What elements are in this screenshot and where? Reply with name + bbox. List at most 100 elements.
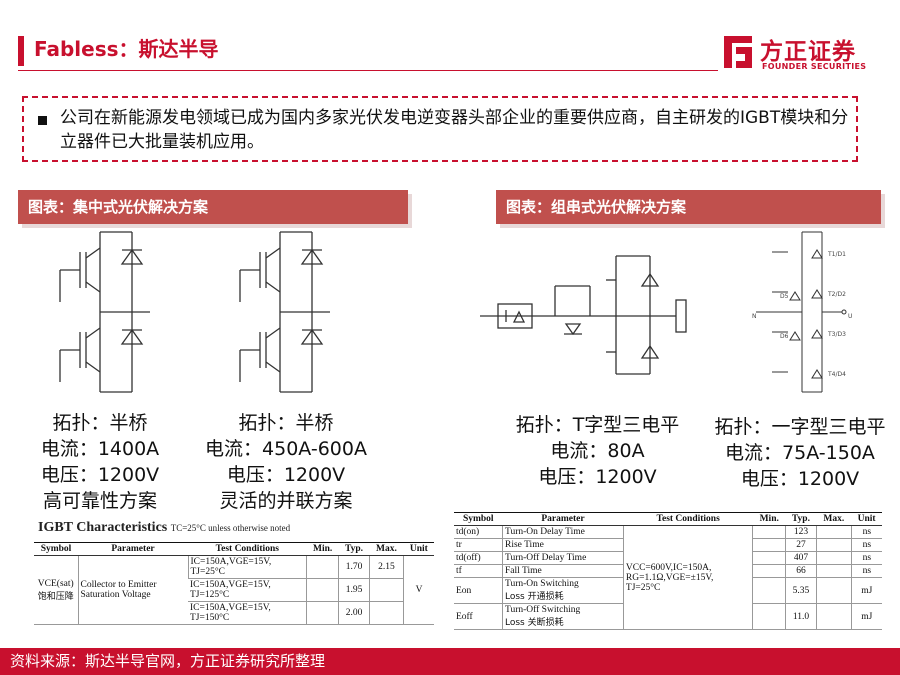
spec-block-3: 拓扑：T字型三电平 电流：80A 电压：1200V [505, 412, 690, 490]
igbt-table-title: IGBT Characteristics TC=25°C unless othe… [38, 520, 290, 536]
condition-cell: VCC=600V,IC=150A, RG=1.1Ω,VGE=±15V, TJ=2… [622, 525, 753, 630]
igbt-table-title-text: IGBT Characteristics [38, 520, 168, 535]
max-cell [368, 601, 404, 625]
col-parameter: Parameter [502, 512, 624, 526]
table-row: IC=150A,VGE=15V,TJ=150°C 2.00 [34, 601, 434, 625]
typ-cell: 123 [785, 525, 817, 539]
max-cell [815, 564, 852, 578]
symbol-text: VCE(sat) [37, 578, 74, 589]
min-cell [752, 577, 786, 604]
unit-cell: mJ [850, 603, 882, 630]
unit-cell: ns [850, 525, 882, 539]
parameter-cell: Rise Time [502, 538, 624, 552]
condition-cell: IC=150A,VGE=15V,TJ=125°C [188, 578, 307, 602]
table-row: VCE(sat) 饱和压降 Collector to Emitter Satur… [34, 555, 434, 625]
max-cell [815, 577, 852, 604]
col-unit: Unit [851, 512, 882, 526]
condition-cell: IC=150A,VGE=15V,TJ=150°C [188, 601, 307, 625]
max-cell [815, 603, 852, 630]
col-symbol: Symbol [454, 512, 503, 526]
min-cell [306, 578, 339, 602]
min-cell [752, 538, 786, 552]
source-footer: 资料来源：斯达半导官网，方正证券研究所整理 [0, 648, 900, 675]
col-typ: Typ. [338, 542, 370, 556]
spec-voltage: 电压：1200V [740, 468, 860, 490]
table-row: Eon Turn-On Switching Loss 开通损耗 5.35 mJ [454, 577, 882, 604]
label-d6: D6 [780, 333, 789, 340]
min-cell [752, 564, 786, 578]
left-figure-caption: 图表：集中式光伏解决方案 [18, 190, 408, 224]
spec-feature: 高可靠性方案 [42, 490, 157, 512]
max-cell [815, 525, 852, 539]
unit-cell: ns [850, 538, 882, 552]
symbol-cell: tr [454, 538, 503, 552]
switching-characteristics-table: Symbol Parameter Test Conditions Min. Ty… [454, 512, 882, 630]
typ-cell: 11.0 [785, 603, 817, 630]
typ-cell: 1.70 [338, 555, 370, 579]
condition-cell: IC=150A,VGE=15V,TJ=25°C [187, 555, 307, 579]
col-max: Max. [369, 542, 404, 556]
spec-topology: 拓扑：半桥 [52, 412, 148, 434]
spec-block-1: 拓扑：半桥 电流：1400A 电压：1200V 高可靠性方案 [20, 410, 180, 514]
parameter-cell: Turn-On Delay Time [502, 525, 624, 539]
min-cell [752, 603, 786, 630]
table-row: IC=150A,VGE=15V,TJ=125°C 1.95 [34, 578, 434, 602]
spec-voltage: 电压：1200V [538, 466, 657, 488]
typ-cell: 5.35 [785, 577, 817, 604]
symbol-cell: VCE(sat) 饱和压降 [34, 555, 78, 625]
title-underline [18, 70, 718, 71]
symbol-cn-text: 饱和压降 [37, 591, 74, 602]
col-test-conditions: Test Conditions [623, 512, 753, 526]
label-t3d3: T3/D3 [827, 331, 846, 338]
parameter-cell: Collector to Emitter Saturation Voltage [77, 555, 188, 625]
logo-text-cn: 方正证券 [760, 39, 856, 65]
spec-current: 电流：450A-600A [205, 438, 367, 460]
spec-feature: 灵活的并联方案 [219, 490, 353, 512]
igbt-characteristics-table: Symbol Parameter Test Conditions Min. Ty… [34, 542, 434, 625]
half-bridge-diagram-1 [59, 231, 150, 393]
right-figure-caption: 图表：组串式光伏解决方案 [496, 190, 881, 224]
max-cell [368, 578, 404, 602]
summary-callout: 公司在新能源发电领域已成为国内多家光伏发电逆变器头部企业的重要供应商，自主研发的… [22, 96, 858, 162]
typ-cell: 1.95 [338, 578, 370, 602]
table-row: tr Rise Time 27 ns [454, 538, 882, 552]
spec-block-2: 拓扑：半桥 电流：450A-600A 电压：1200V 灵活的并联方案 [196, 410, 376, 514]
max-cell [815, 551, 852, 565]
parameter-cell: Turn-On Switching Loss 开通损耗 [502, 577, 624, 604]
symbol-cell: td(on) [454, 525, 503, 539]
min-cell [306, 555, 339, 579]
summary-text: 公司在新能源发电领域已成为国内多家光伏发电逆变器头部企业的重要供应商，自主研发的… [60, 108, 849, 152]
label-t2d2: T2/D2 [827, 291, 846, 298]
typ-cell: 66 [785, 564, 817, 578]
parameter-cell: Fall Time [502, 564, 624, 578]
unit-cell: mJ [850, 577, 882, 604]
spec-current: 电流：80A [550, 440, 645, 462]
symbol-cell: Eoff [454, 603, 503, 630]
founder-logo-icon [724, 36, 752, 68]
table-row: td(on) Turn-On Delay Time VCC=600V,IC=15… [454, 525, 882, 630]
table-row: Eoff Turn-Off Switching Loss 关断损耗 11.0 m… [454, 603, 882, 630]
logo-text-en: FOUNDER SECURITIES [762, 62, 867, 71]
spec-current: 电流：1400A [40, 438, 160, 460]
title-accent-bar [18, 36, 24, 66]
label-d5: D5 [780, 293, 789, 300]
spec-current: 电流：75A-150A [725, 442, 875, 464]
unit-cell: ns [850, 551, 882, 565]
table-row: tf Fall Time 66 ns [454, 564, 882, 578]
max-cell: 2.15 [368, 555, 404, 579]
npc-three-level-diagram: T1/D1 T2/D2 T3/D3 T4/D4 D5 D6 N U [752, 231, 852, 393]
col-max: Max. [816, 512, 852, 526]
col-typ: Typ. [785, 512, 817, 526]
table-row: td(off) Turn-Off Delay Time 407 ns [454, 551, 882, 565]
col-min: Min. [752, 512, 786, 526]
unit-cell: ns [850, 564, 882, 578]
symbol-cell: td(off) [454, 551, 503, 565]
typ-cell: 2.00 [338, 601, 370, 625]
label-u: U [848, 313, 852, 320]
spec-topology: 拓扑：半桥 [238, 412, 334, 434]
typ-cell: 407 [785, 551, 817, 565]
spec-topology: 拓扑：一字型三电平 [714, 416, 886, 438]
unit-cell: V [403, 555, 434, 625]
min-cell [306, 601, 339, 625]
page-title: Fabless：斯达半导 [34, 37, 219, 61]
